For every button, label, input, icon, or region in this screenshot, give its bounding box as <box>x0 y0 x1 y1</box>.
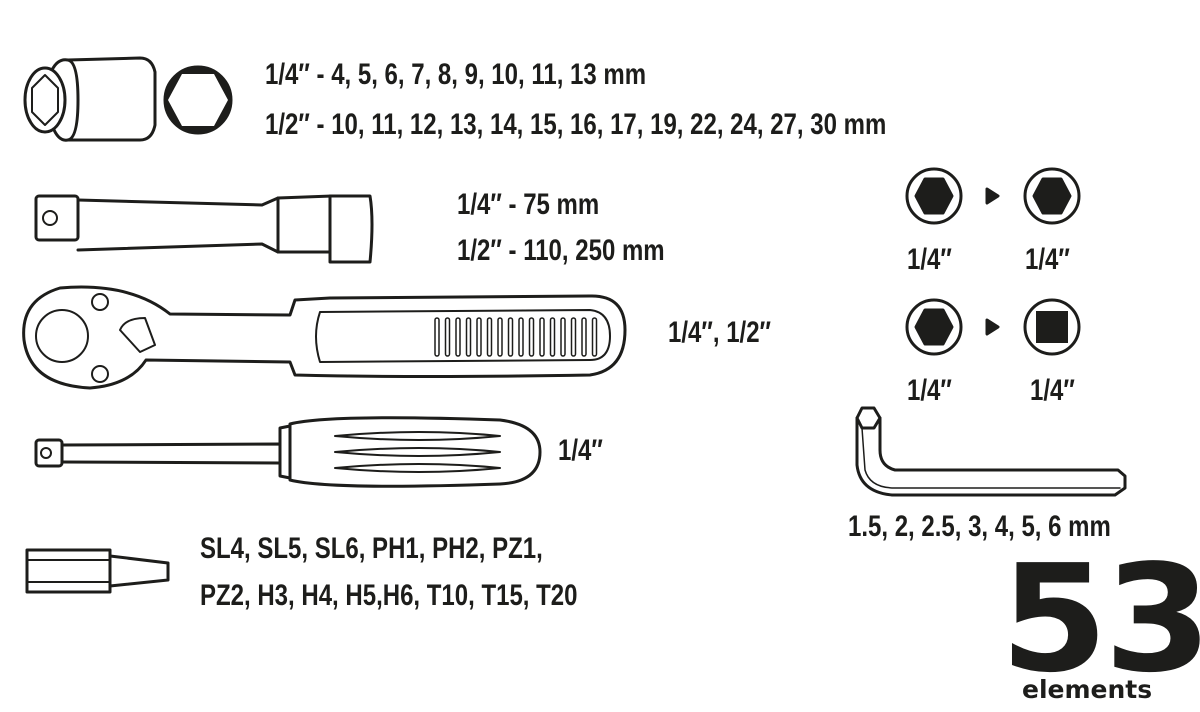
grip-ridge <box>507 317 514 357</box>
grip-ridge <box>581 317 587 357</box>
grip-ridge <box>497 317 503 357</box>
grip-ridge <box>591 317 598 357</box>
grip-ridge <box>434 317 440 357</box>
element-count: 53 <box>1000 533 1200 705</box>
adapter-2-to-label: 1/4″ <box>1030 374 1075 407</box>
grip-ridge <box>455 317 461 357</box>
adapter-2-from-label: 1/4″ <box>907 374 952 407</box>
socket-hex-front-icon <box>163 65 233 135</box>
adapter-hex-hex-icon <box>905 167 1081 225</box>
hex-keys-label: 1.5, 2, 2.5, 3, 4, 5, 6 mm <box>848 510 1111 543</box>
extension-quarter-inch-length: 1/4″ - 75 mm <box>457 188 600 221</box>
grip-ridge <box>528 317 535 357</box>
grip-ridge <box>539 317 545 357</box>
adapter-1-to-label: 1/4″ <box>1025 243 1070 276</box>
grip-ridge <box>486 317 493 357</box>
element-count-unit: elements <box>1022 675 1153 704</box>
grip-ridge <box>518 317 524 357</box>
ratchet-icon <box>22 285 627 390</box>
adapter-hex-square-icon <box>905 298 1081 356</box>
screwdriver-bit-icon <box>25 548 170 594</box>
bits-line-2: PZ2, H3, H4, H5,H6, T10, T15, T20 <box>200 579 578 612</box>
sockets-quarter-inch-sizes: 1/4″ - 4, 5, 6, 7, 8, 9, 10, 11, 13 mm <box>265 58 647 91</box>
grip-ridge <box>476 317 482 357</box>
screwdriver-label: 1/4″ <box>558 434 603 467</box>
grip-ridge <box>465 317 472 357</box>
extension-half-inch-lengths: 1/2″ - 110, 250 mm <box>457 234 665 267</box>
grip-ridge <box>570 317 577 357</box>
bits-line-1: SL4, SL5, SL6, PH1, PH2, PZ1, <box>200 532 543 565</box>
screwdriver-handle-icon <box>34 416 542 488</box>
extension-bar-icon <box>34 194 374 264</box>
hex-key-icon <box>855 406 1127 497</box>
adapter-1-from-label: 1/4″ <box>907 243 952 276</box>
socket-icon <box>23 56 157 142</box>
grip-ridge <box>549 317 556 357</box>
grip-ridge <box>444 317 451 357</box>
grip-ridge <box>560 317 566 357</box>
sockets-half-inch-sizes: 1/2″ - 10, 11, 12, 13, 14, 15, 16, 17, 1… <box>265 108 887 141</box>
ratchet-label: 1/4″, 1/2″ <box>668 316 772 349</box>
